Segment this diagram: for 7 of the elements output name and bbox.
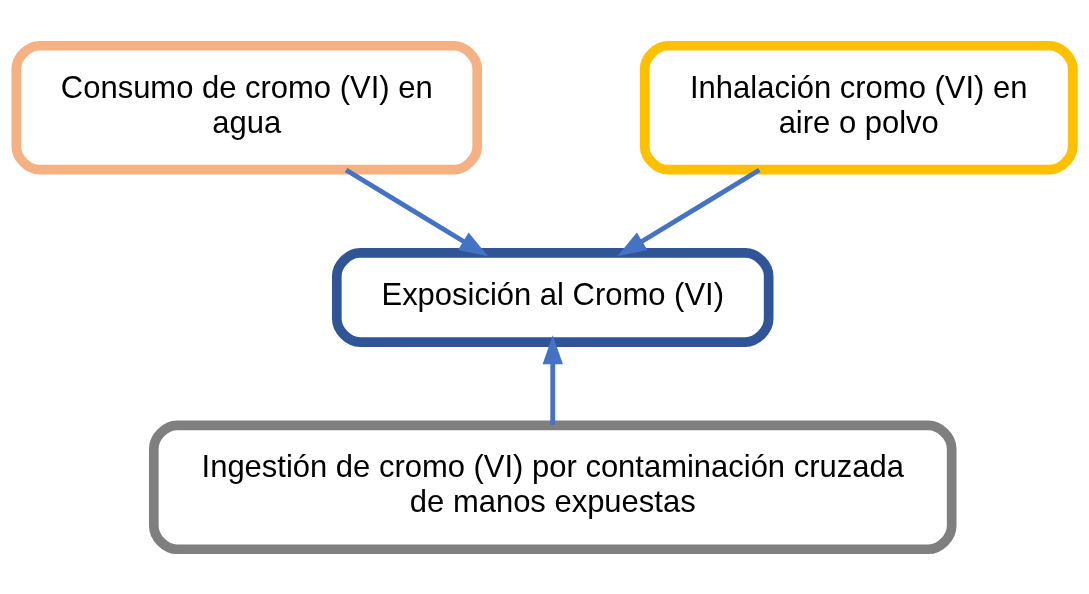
node-box: Consumo de cromo (VI) en agua — [11, 40, 483, 175]
node-box: Inhalación cromo (VI) en aire o polvo — [639, 40, 1078, 175]
arrow — [344, 167, 489, 256]
arrow — [542, 334, 563, 425]
node-box: Exposición al Cromo (VI) — [331, 247, 774, 347]
node-box: Ingestión de cromo (VI) por contaminación cruzada de manos expuestas — [148, 419, 957, 554]
arrow — [617, 167, 761, 256]
